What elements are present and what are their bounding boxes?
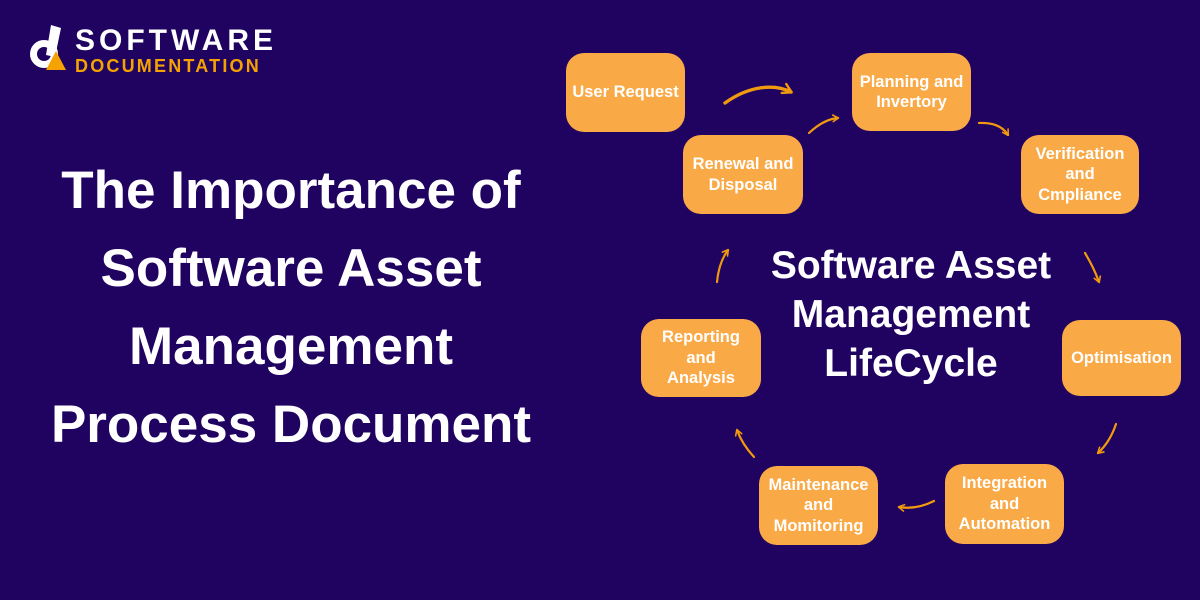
arrow-optimisation-to-integration bbox=[1096, 422, 1118, 455]
page-title-line: Management bbox=[129, 317, 453, 376]
node-verification-compliance: Verification and Cmpliance bbox=[1021, 135, 1139, 214]
arrow-reporting-to-renewal bbox=[715, 248, 730, 284]
node-optimisation: Optimisation bbox=[1062, 320, 1181, 396]
page-title: The Importance of Software Asset Managem… bbox=[5, 152, 577, 464]
arrow-maintenance-to-reporting bbox=[734, 428, 756, 459]
d-triangle-logo-icon bbox=[30, 25, 66, 70]
node-maintenance-monitoring: Maintenance and Momitoring bbox=[759, 466, 878, 545]
brand-wordmark: SOFTWARE DOCUMENTATION bbox=[75, 25, 277, 76]
node-user-request: User Request bbox=[566, 53, 685, 132]
page-title-line: The Importance of bbox=[61, 161, 521, 220]
arrow-verification-to-optimisation bbox=[1083, 251, 1102, 284]
diagram-center-title: Software Asset Management LifeCycle bbox=[770, 244, 1052, 385]
node-renewal-disposal: Renewal and Disposal bbox=[683, 135, 803, 214]
node-reporting-analysis: Reporting and Analysis bbox=[641, 319, 761, 397]
brand-logo: SOFTWARE DOCUMENTATION bbox=[30, 25, 277, 76]
node-integration-automation: Integration and Automation bbox=[945, 464, 1064, 544]
brand-name-top: SOFTWARE bbox=[75, 24, 277, 57]
page-title-line: Software Asset bbox=[100, 239, 482, 298]
page-title-line: Process Document bbox=[50, 395, 532, 454]
arrow-renewal-to-planning bbox=[807, 114, 840, 135]
arrow-integration-to-maintenance bbox=[897, 499, 936, 512]
node-planning-inventory: Planning and Invertory bbox=[852, 53, 971, 131]
arrow-user-request-to-planning bbox=[723, 82, 793, 105]
brand-name-bottom: DOCUMENTATION bbox=[75, 56, 261, 76]
arrow-planning-to-verification bbox=[977, 121, 1010, 137]
